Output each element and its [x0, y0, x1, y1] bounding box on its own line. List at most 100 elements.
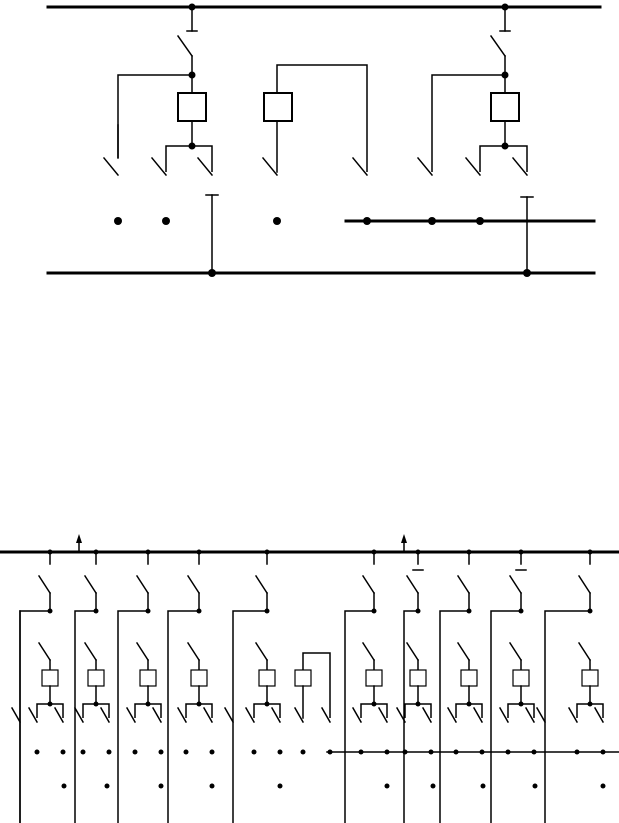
disconnector-blade	[135, 641, 150, 662]
disconnector-blade	[361, 641, 376, 662]
breaker-box	[365, 669, 383, 687]
disconnector-blade	[261, 156, 279, 177]
disconnector-blade	[472, 706, 484, 724]
arrow-head	[76, 534, 82, 543]
junction-dot	[476, 217, 484, 225]
disconnector-blade	[456, 574, 471, 595]
wire	[74, 610, 96, 823]
feeder-cell	[544, 549, 606, 823]
wire	[507, 703, 535, 718]
junction-dot	[430, 783, 436, 789]
disconnector-blade	[577, 574, 592, 595]
disconnector-blade	[567, 706, 579, 724]
junction-dot	[158, 749, 164, 755]
junction-dot	[183, 749, 189, 755]
junction-dot	[327, 749, 333, 755]
feeder-cell	[73, 549, 112, 823]
disconnector-blade	[125, 706, 137, 724]
wire	[302, 652, 331, 718]
disconnector-blade	[535, 706, 547, 724]
wire	[82, 703, 110, 718]
wire	[232, 610, 267, 823]
disconnector-blade	[320, 706, 332, 724]
breaker-box	[294, 669, 312, 687]
disconnector-blade	[489, 34, 507, 58]
disconnector-blade	[186, 641, 201, 662]
disconnector-blade	[377, 706, 389, 724]
disconnector-blade	[73, 706, 85, 724]
junction-dot	[80, 749, 86, 755]
disconnector-blade	[416, 156, 434, 177]
disconnector-blade	[405, 574, 420, 595]
breaker-box	[41, 669, 59, 687]
disconnector-blade	[37, 574, 52, 595]
feeder-cell	[344, 549, 390, 823]
wire	[479, 145, 528, 172]
feeder-cell	[117, 549, 164, 823]
junction-dot	[505, 749, 511, 755]
junction-dot	[209, 749, 215, 755]
junction-dot	[384, 749, 390, 755]
junction-dot	[532, 783, 538, 789]
disconnector-blade	[524, 706, 536, 724]
wire	[360, 703, 388, 718]
disconnector-blade	[577, 641, 592, 662]
junction-dot	[523, 269, 531, 277]
disconnector-blade	[53, 706, 65, 724]
junction-dot	[300, 749, 306, 755]
disconnector-blade	[395, 706, 407, 724]
wire	[276, 64, 368, 172]
junction-dot	[60, 749, 66, 755]
disconnector-blade	[508, 574, 523, 595]
breaker-box	[581, 669, 599, 687]
disconnector-blade	[456, 641, 471, 662]
junction-dot	[358, 749, 364, 755]
junction-dot	[273, 217, 281, 225]
breaker-box	[263, 92, 293, 122]
disconnector-blade	[176, 34, 194, 58]
disconnector-blade	[361, 574, 376, 595]
disconnector-blade	[202, 706, 214, 724]
disconnector-blade	[498, 706, 510, 724]
junction-dot	[600, 749, 606, 755]
junction-dot	[574, 749, 580, 755]
junction-dot	[61, 783, 67, 789]
disconnector-blade	[405, 641, 420, 662]
disconnector-blade	[99, 706, 111, 724]
junction-dot	[158, 783, 164, 789]
breaker-box	[190, 669, 208, 687]
disconnector-blade	[293, 706, 305, 724]
disconnector-blade	[593, 706, 605, 724]
wire	[404, 703, 432, 718]
wire	[344, 610, 374, 823]
wire	[117, 610, 148, 823]
wire	[544, 610, 590, 823]
junction-dot	[277, 783, 283, 789]
wire	[439, 610, 469, 823]
junction-dot	[106, 749, 112, 755]
junction-dot	[209, 783, 215, 789]
wire	[576, 703, 604, 718]
disconnector-blade	[196, 156, 214, 177]
wire	[490, 610, 521, 823]
disconnector-blade	[83, 641, 98, 662]
junction-dot	[363, 217, 371, 225]
breaker-box	[139, 669, 157, 687]
wire	[36, 703, 64, 718]
junction-dot	[479, 749, 485, 755]
disconnector-blade	[508, 641, 523, 662]
disconnector-blade	[27, 706, 39, 724]
disconnector-blade	[186, 574, 201, 595]
junction-dot	[480, 783, 486, 789]
wire	[134, 703, 162, 718]
junction-dot	[104, 783, 110, 789]
disconnector-blade	[150, 156, 168, 177]
breaker-box	[177, 92, 207, 122]
junction-dot	[277, 749, 283, 755]
disconnector-blade	[446, 706, 458, 724]
breaker-box	[409, 669, 427, 687]
disconnector-blade	[511, 156, 529, 177]
breaker-box	[490, 92, 520, 122]
disconnector-blade	[37, 641, 52, 662]
